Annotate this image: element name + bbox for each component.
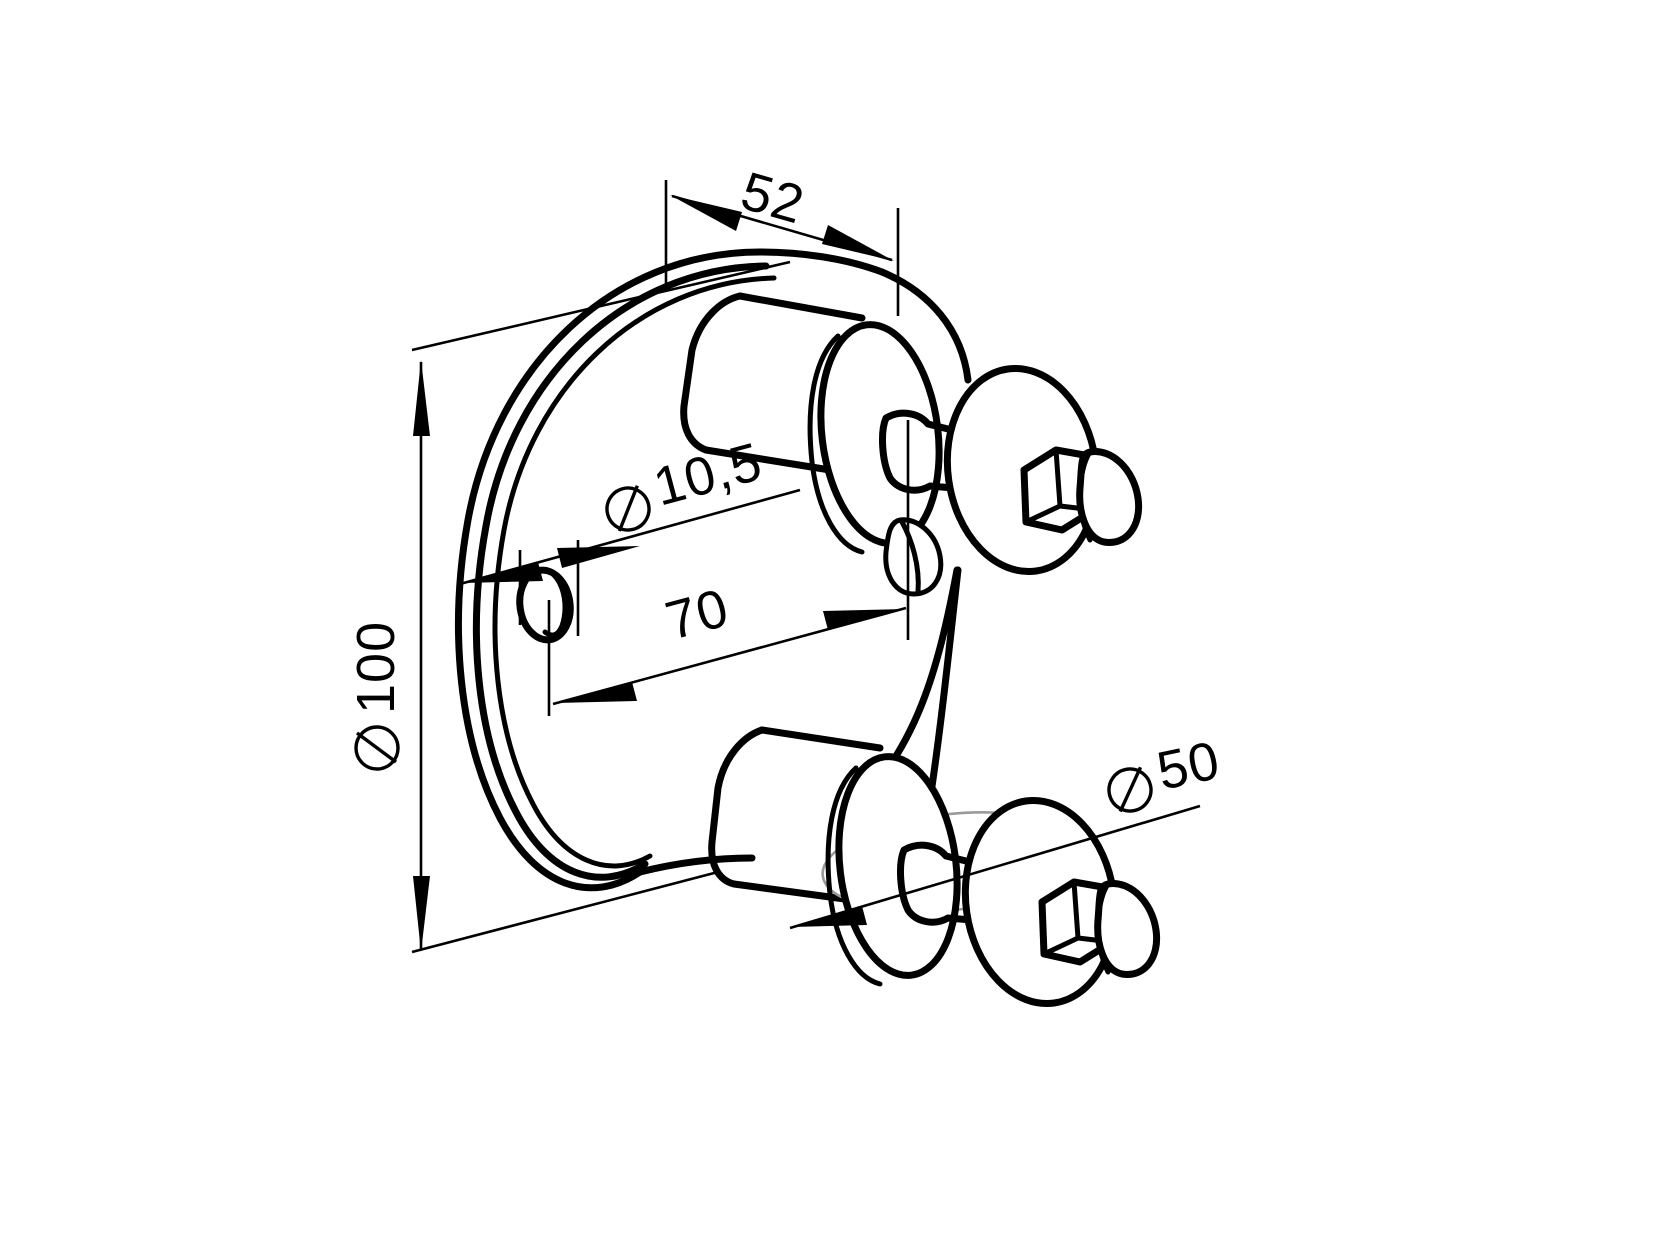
dim-105-arrow-right bbox=[557, 546, 640, 568]
dim-52-label: 52 bbox=[735, 161, 811, 236]
lower-stud-end-edge bbox=[1095, 881, 1111, 975]
dim-100-arrow-bottom bbox=[413, 876, 430, 952]
dim-50-diameter-icon bbox=[1107, 766, 1153, 813]
dimension-dia-100: 100 bbox=[346, 260, 791, 954]
dim-70-arrow-right bbox=[823, 609, 904, 630]
dimension-dia-50: 50 bbox=[789, 730, 1225, 930]
lower-boss-left-cap bbox=[708, 726, 766, 888]
upper-stud-end bbox=[1076, 448, 1143, 546]
dim-105-arrow-left bbox=[462, 562, 543, 583]
plate-front-face-edge bbox=[636, 854, 756, 876]
plate-outer-contour bbox=[455, 248, 764, 892]
dim-105-diameter-icon bbox=[605, 485, 651, 532]
plate-rim-line-2 bbox=[472, 262, 770, 881]
dimension-dia-105: 10,5 bbox=[459, 431, 801, 636]
upper-lug-crease bbox=[899, 519, 921, 595]
upper-hex-nut-facet-2 bbox=[1023, 503, 1063, 525]
lower-stud-end bbox=[1094, 880, 1161, 978]
dim-100-arrow-top bbox=[413, 360, 430, 436]
dim-100-ext-top bbox=[411, 260, 791, 352]
upper-shaft bbox=[879, 409, 1004, 496]
lower-flange-edge-line bbox=[825, 765, 883, 987]
plate-rim-line-3 bbox=[492, 275, 777, 869]
upper-boss-bottom-edge bbox=[702, 446, 834, 474]
upper-boss-assembly bbox=[680, 292, 1143, 597]
upper-flange-edge-line bbox=[807, 333, 865, 555]
lower-boss-assembly bbox=[708, 726, 1161, 1008]
upper-boss-left-cap bbox=[680, 292, 744, 454]
dim-100-ext-bottom bbox=[411, 870, 719, 954]
upper-stud-end-edge bbox=[1077, 449, 1093, 543]
dimension-52: 52 bbox=[664, 161, 900, 316]
dim-100-diameter-icon bbox=[354, 725, 400, 771]
dim-52-arrow-right bbox=[822, 225, 894, 261]
upper-boss-top-edge bbox=[736, 292, 866, 322]
dim-100-label-group: 100 bbox=[346, 621, 406, 771]
plate-top-face-edge bbox=[756, 248, 886, 276]
dim-50-label: 50 bbox=[1152, 730, 1225, 802]
lower-shaft bbox=[897, 841, 1022, 928]
dim-70-label: 70 bbox=[660, 578, 735, 652]
dim-100-label: 100 bbox=[346, 621, 406, 714]
lower-boss-top-edge bbox=[758, 726, 884, 752]
dimension-70: 70 bbox=[547, 420, 910, 716]
lower-hex-nut-facet-2 bbox=[1041, 935, 1081, 957]
dim-50-arrow bbox=[792, 906, 867, 927]
dim-70-arrow-left bbox=[556, 682, 637, 703]
dim-52-arrow-left bbox=[670, 195, 742, 231]
